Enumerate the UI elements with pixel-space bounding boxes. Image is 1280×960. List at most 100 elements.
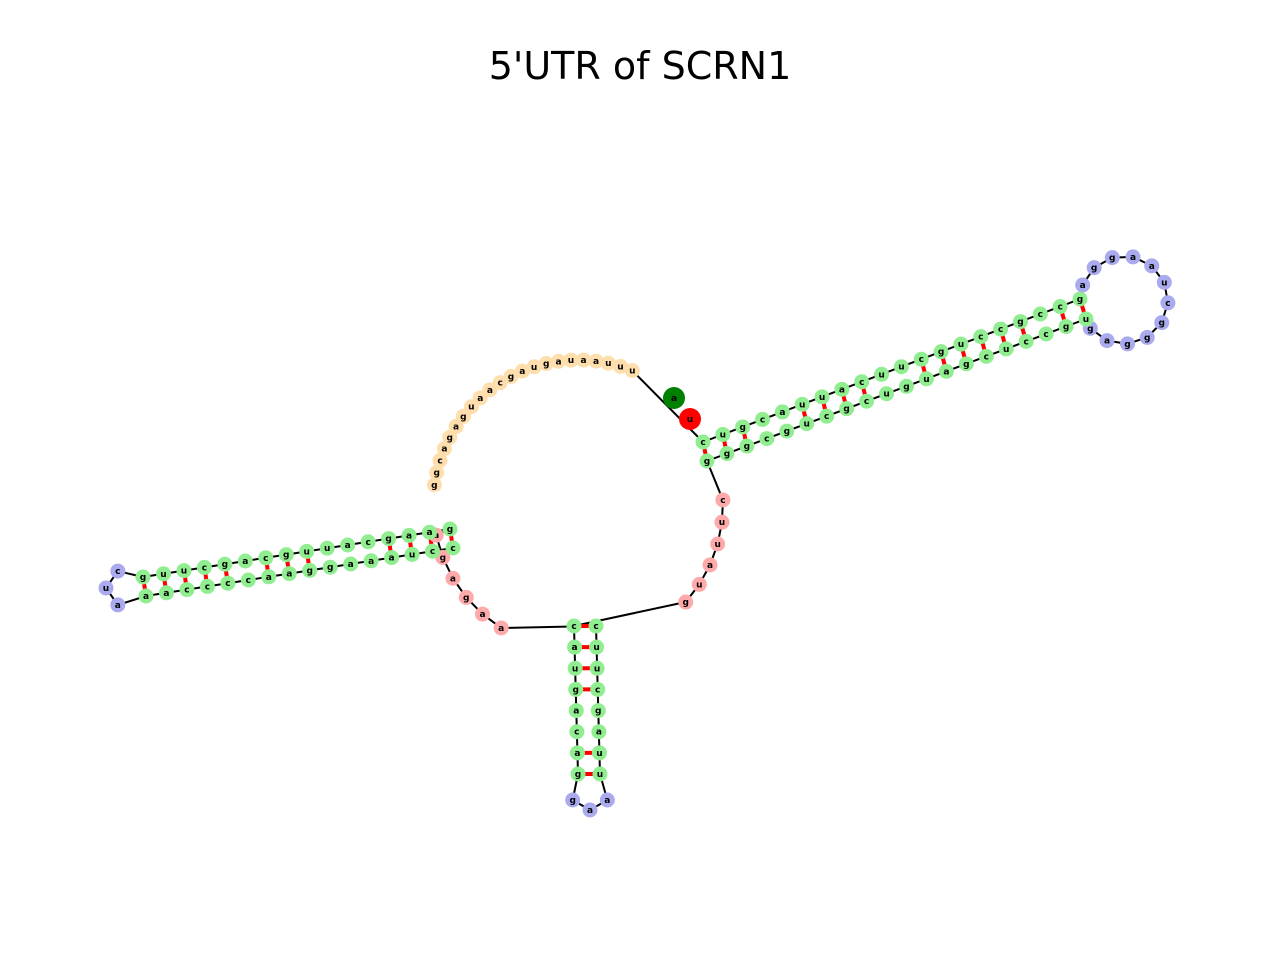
nucleotide-stem: u (874, 366, 890, 382)
nucleotide-letter: a (115, 601, 121, 611)
nucleotide-hairpin: u (98, 580, 114, 596)
nucleotide-stem: g (839, 401, 855, 417)
nucleotide-letter: a (266, 573, 272, 583)
nucleotide-letter: u (324, 544, 330, 554)
nucleotide-circle (381, 531, 397, 547)
nucleotide-letter: g (1063, 322, 1069, 332)
nucleotide-circle (196, 559, 212, 575)
nucleotide-letter: g (572, 685, 578, 695)
nucleotide-letter: c (205, 582, 210, 592)
nucleotide-stem: g (699, 453, 715, 469)
page-title: 5'UTR of SCRN1 (488, 44, 792, 88)
nucleotide-circle (1144, 258, 1160, 274)
nucleotide-stem: a (422, 524, 438, 540)
five-prime-end-marker: a (663, 387, 685, 409)
nucleotide-stem: u (589, 660, 605, 676)
nucleotide-circle (588, 353, 604, 369)
nucleotide-letter: g (307, 566, 313, 576)
nucleotide-exterior: g (429, 464, 445, 480)
nucleotide-letter: g (1091, 264, 1097, 274)
nucleotide-circle (98, 580, 114, 596)
nucleotide-circle (710, 536, 726, 552)
nucleotide-circle (565, 792, 581, 808)
nucleotide-circle (538, 356, 554, 372)
nucleotide-multiloop: g (458, 589, 474, 605)
nucleotide-circle (591, 724, 607, 740)
nucleotide-letter: u (799, 400, 805, 410)
nucleotide-circle (759, 431, 775, 447)
nucleotide-circle (567, 660, 583, 676)
nucleotide-stem: c (1018, 333, 1034, 349)
nucleotide-letter: g (739, 423, 745, 433)
nucleotide-stem: u (176, 563, 192, 579)
nucleotide-circle (589, 639, 605, 655)
nucleotide-stem: g (568, 681, 584, 697)
nucleotide-circle (590, 703, 606, 719)
nucleotide-circle (893, 359, 909, 375)
nucleotide-multiloop: g (678, 594, 694, 610)
nucleotide-letter: u (597, 770, 603, 780)
nucleotide-circle (1018, 333, 1034, 349)
nucleotide-circle (1086, 260, 1102, 276)
nucleotide-multiloop: u (710, 536, 726, 552)
nucleotide-circle (1119, 336, 1135, 352)
nucleotide-stem: u (715, 426, 731, 442)
nucleotide-hairpin: c (1160, 295, 1176, 311)
nucleotide-exterior: g (503, 368, 519, 384)
nucleotide-stem: g (739, 438, 755, 454)
nucleotide-letter: g (431, 481, 437, 491)
nucleotide-circle (503, 368, 519, 384)
nucleotide-letter: c (437, 456, 442, 466)
nucleotide-hairpin: g (1119, 336, 1135, 352)
nucleotide-letter: g (784, 427, 790, 437)
nucleotide-circle (699, 453, 715, 469)
nucleotide-letter: u (572, 664, 578, 674)
nucleotide-letter: a (487, 386, 493, 396)
nucleotide-letter: a (450, 574, 456, 584)
nucleotide-letter: c (700, 438, 705, 448)
nucleotide-circle (1154, 315, 1170, 331)
nucleotide-circle (566, 618, 582, 634)
nucleotide-letter: u (629, 367, 635, 377)
nucleotide-letter: a (1149, 262, 1155, 272)
nucleotide-circle (1125, 249, 1141, 265)
nucleotide-circle (714, 514, 730, 530)
nucleotide-letter: a (1104, 337, 1110, 347)
nucleotide-circle (474, 606, 490, 622)
nucleotide-letter: c (246, 576, 251, 586)
nucleotide-circle (110, 597, 126, 613)
nucleotide-stem: c (196, 559, 212, 575)
nucleotide-letter: c (824, 412, 829, 422)
nucleotide-letter: a (519, 367, 525, 377)
nucleotide-exterior: g (442, 429, 458, 445)
nucleotide-hairpin: a (1099, 333, 1115, 349)
nucleotide-stem: a (569, 745, 585, 761)
nucleotide-letter: u (468, 403, 474, 413)
nucleotide-exterior: u (563, 352, 579, 368)
nucleotide-circle (458, 589, 474, 605)
nucleotide-stem: u (879, 386, 895, 402)
nucleotide-exterior: a (436, 441, 452, 457)
nucleotide-circle (1099, 333, 1115, 349)
nucleotide-stem: a (138, 588, 154, 604)
nucleotide-stem: u (1078, 311, 1094, 327)
nucleotide-letter: u (923, 375, 929, 385)
nucleotide-circle (1075, 277, 1091, 293)
nucleotide-letter: a (163, 589, 169, 599)
nucleotide-letter: c (595, 685, 600, 695)
nucleotide-letter: c (115, 567, 120, 577)
nucleotide-exterior: a (551, 353, 567, 369)
nucleotide-letter: u (593, 643, 599, 653)
nucleotide-letter: a (286, 570, 292, 580)
nucleotide-circle (442, 429, 458, 445)
backbone-layer (105, 255, 1169, 811)
nucleotide-circle (819, 408, 835, 424)
nucleotide-circle (281, 566, 297, 582)
nucleotide-letter: a (573, 707, 579, 717)
nucleotide-circle (719, 446, 735, 462)
nucleotide-stem: u (589, 639, 605, 655)
nucleotide-stem: c (258, 550, 274, 566)
nucleotide-circle (551, 353, 567, 369)
nucleotide-exterior: g (426, 477, 442, 493)
nucleotide-letter: g (724, 450, 730, 460)
